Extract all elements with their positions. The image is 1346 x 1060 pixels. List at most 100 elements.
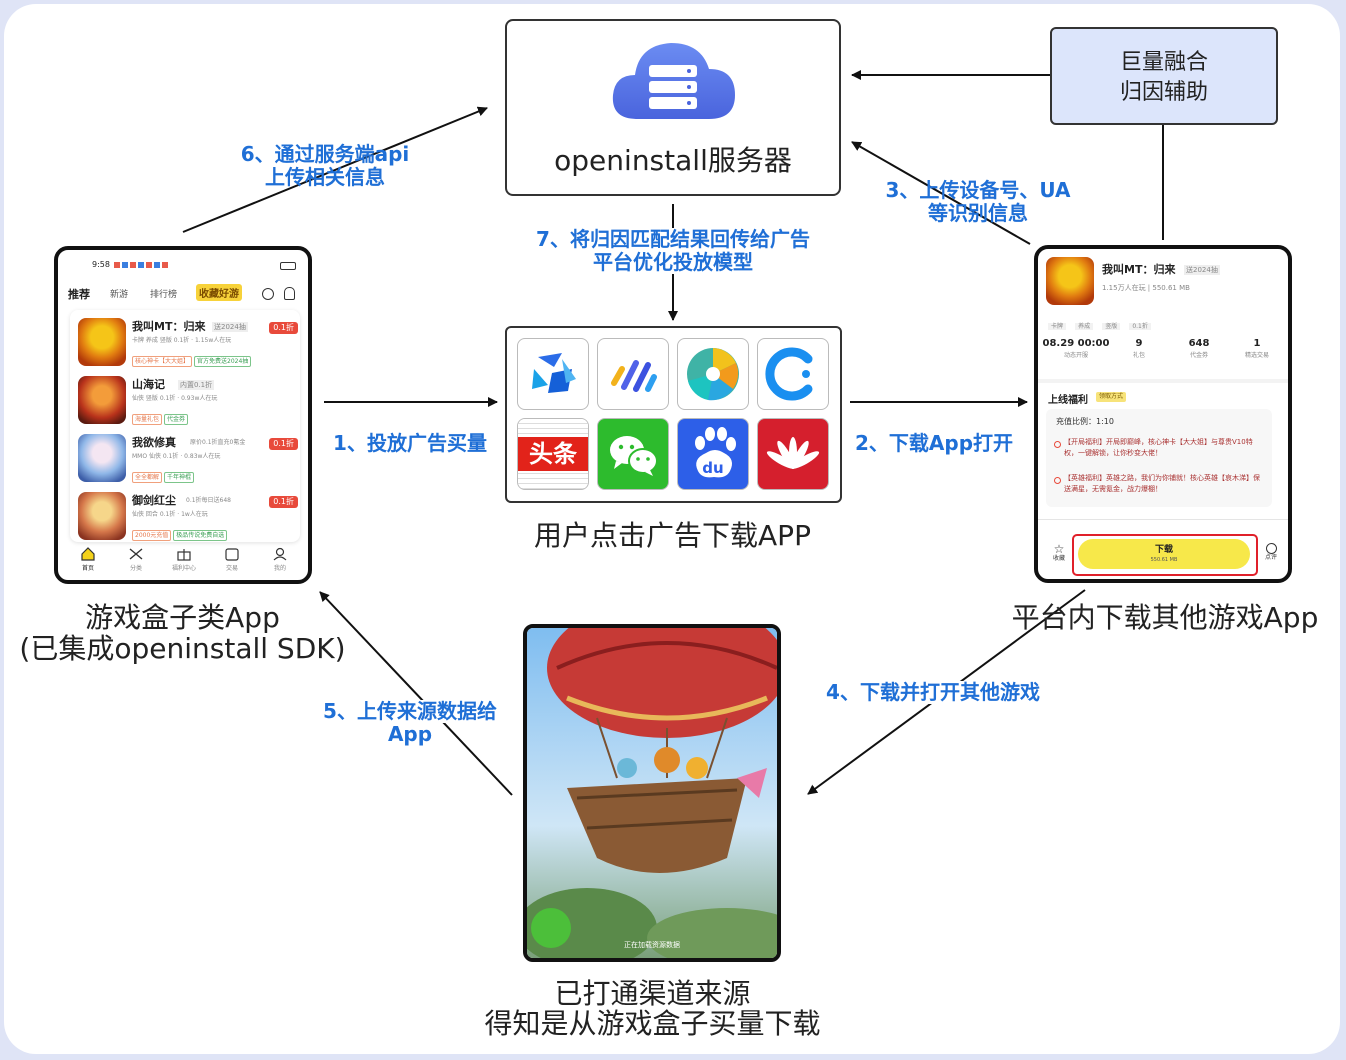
list-item[interactable]: 我欲修真 原价0.1折直充0氪金 MMO 仙侠 0.1折 · 0.83w人在玩 …: [78, 432, 298, 486]
bell-icon[interactable]: [284, 287, 295, 300]
airship-illustration: [527, 628, 777, 958]
stat-value: 9: [1135, 338, 1143, 349]
nav-mine[interactable]: 我的: [260, 546, 300, 573]
status-time: 9:58: [92, 260, 110, 269]
game-meta: 1.15万人在玩 | 550.61 MB: [1102, 284, 1190, 292]
star-icon: ☆: [1053, 542, 1065, 556]
ad-tile-4: [757, 338, 829, 410]
game-badge: 送2024抽: [1184, 265, 1220, 275]
game-name: 我叫MT：归来: [132, 320, 206, 333]
game-list: 我叫MT：归来 送2024抽 卡牌 养成 竖版 0.1折 · 1.15w人在玩 …: [70, 310, 300, 542]
tag: 竖版: [1102, 323, 1121, 330]
loading-text: 正在加载资源数据: [624, 941, 680, 949]
game-thumbnail: [78, 434, 126, 482]
comment-button[interactable]: 点评: [1260, 543, 1282, 562]
game-screen-phone: 正在加载资源数据: [523, 624, 781, 962]
welfare-title: 上线福利: [1048, 395, 1088, 406]
step2-label: 2、下载App打开: [854, 431, 1014, 455]
attribution-box: 巨量融合 归因辅助: [1050, 27, 1278, 125]
download-label: 下载: [1154, 545, 1173, 555]
tag: 千年神棍: [164, 472, 195, 483]
swords-icon: [129, 548, 143, 560]
baidu-text: du: [702, 459, 724, 477]
baidu-paw-icon: [695, 427, 736, 478]
arrow-step3: [851, 141, 1031, 245]
nav-welfare[interactable]: 福利中心: [164, 546, 204, 573]
caption-left-line1: 游戏盒子类App: [85, 601, 280, 634]
attribution-line1: 巨量融合: [1119, 50, 1208, 75]
step7-label-line1: 7、将归因匹配结果回传给广告: [513, 228, 833, 251]
benefit-dot: [1054, 441, 1061, 448]
tab-recommend[interactable]: 推荐: [68, 288, 90, 301]
tag: 卡牌: [1048, 323, 1067, 330]
banner-badge: 收藏好游: [196, 284, 242, 301]
download-page-phone: 我叫MT：归来 送2024抽 1.15万人在玩 | 550.61 MB 卡牌 养…: [1034, 245, 1292, 583]
list-item[interactable]: 我叫MT：归来 送2024抽 卡牌 养成 竖版 0.1折 · 1.15w人在玩 …: [78, 316, 298, 370]
stat-open-server[interactable]: 08.29 00:00 动态开服: [1042, 337, 1110, 361]
game-name: 我欲修真: [132, 436, 176, 449]
search-icon[interactable]: [262, 288, 274, 300]
step1-label: 1、投放广告买量: [333, 431, 487, 455]
benefit-dot: [1054, 477, 1061, 484]
game-meta: 仙侠 竖版 0.1折 · 0.93w人在玩: [132, 395, 218, 402]
ad-tile-1-icon: [532, 353, 576, 393]
caption-bottom-line1: 已打通渠道来源: [554, 977, 751, 1010]
nav-home[interactable]: 首页: [68, 546, 108, 573]
ad-platforms-box: 头条 du: [505, 326, 842, 503]
stat-gifts[interactable]: 9 礼包: [1114, 337, 1164, 361]
stat-label: 礼包: [1132, 352, 1145, 359]
wallet-icon: [225, 548, 239, 561]
ad-tile-huawei: [757, 418, 829, 490]
stat-vouchers[interactable]: 648 代金券: [1174, 337, 1224, 361]
caption-right: 平台内下载其他游戏App: [1011, 601, 1319, 634]
benefit-2: 【英雄福利】英雄之路，我们为你铺就！核心英雄【哀木涕】保送满星，无需氪金，战力爆…: [1064, 474, 1260, 493]
game-title: 我叫MT：归来: [1102, 263, 1176, 276]
bottom-divider: [1038, 519, 1288, 520]
game-badge: 0.1折每日送648: [186, 497, 231, 504]
game-tags: 全全都解千年神棍: [132, 464, 196, 483]
arrow-step6: [182, 106, 488, 233]
game-tags: 2000元充值极品传说免费自选: [132, 522, 229, 541]
list-item[interactable]: 山海记 内置0.1折 仙侠 竖版 0.1折 · 0.93w人在玩 海量礼包代金券: [78, 374, 298, 428]
discount-badge: 0.1折: [269, 438, 298, 450]
step4-label: 4、下载并打开其他游戏: [808, 681, 1058, 704]
huawei-flower-icon: [766, 437, 820, 469]
ad-tile-3: [677, 338, 749, 410]
stat-label: 代金券: [1189, 352, 1208, 359]
tag: 全全都解: [132, 472, 163, 483]
benefit-1: 【开局福利】开局即巅峰，核心神卡【大大姐】与尊贵V10特权，一键解锁，让你秒变大…: [1064, 438, 1253, 457]
stat-label: 动态开服: [1063, 352, 1088, 359]
game-meta: 卡牌 养成 竖版 0.1折 · 1.15w人在玩: [132, 337, 232, 344]
step7-label-line2: 平台优化投放模型: [513, 251, 833, 274]
tab-ranking[interactable]: 排行榜: [150, 290, 178, 300]
tab-new-games[interactable]: 新游: [110, 290, 129, 300]
game-box-phone: 9:58 推荐 新游 排行榜 收藏好游 我叫MT：归来 送2024抽 卡牌 养成…: [54, 246, 312, 584]
step5-label-line2: App: [387, 722, 433, 746]
ad-tile-baidu: du: [677, 418, 749, 490]
step5-label-line1: 5、上传来源数据给: [305, 700, 515, 723]
game-badge: 原价0.1折直充0氪金: [190, 439, 246, 446]
nav-trade[interactable]: 交易: [212, 546, 252, 573]
nav-category[interactable]: 分类: [116, 546, 156, 573]
nav-label: 分类: [129, 565, 142, 572]
tag: 0.1折: [1129, 323, 1151, 330]
download-highlight: [1072, 534, 1258, 576]
stat-label: 精选交易: [1244, 352, 1269, 359]
list-item[interactable]: 御剑红尘 0.1折每日送648 仙侠 回合 0.1折 · 1w人在玩 2000元…: [78, 490, 298, 541]
cloud-server-icon: [612, 43, 735, 119]
favorite-button[interactable]: ☆ 收藏: [1048, 543, 1070, 563]
download-size: 550.61 MB: [1150, 557, 1178, 563]
stat-value: 1: [1253, 338, 1261, 349]
ad-tile-2: [597, 338, 669, 410]
game-name: 山海记: [132, 378, 165, 391]
game-name: 御剑红尘: [132, 494, 176, 507]
caption-left-line2: (已集成openinstall SDK): [19, 632, 346, 665]
game-icon: [1046, 257, 1094, 305]
arrow-step5: [319, 591, 513, 796]
stats-row: 08.29 00:00 动态开服 9 礼包 648 代金券 1 精选交易: [1038, 337, 1288, 371]
stat-trades[interactable]: 1 精选交易: [1232, 337, 1282, 361]
caption-bottom-line2: 得知是从游戏盒子买量下载: [484, 1007, 821, 1040]
game-badge: 内置0.1折: [178, 380, 215, 390]
comment-icon: [1265, 543, 1277, 554]
download-button[interactable]: 下载 550.61 MB: [1078, 539, 1250, 569]
